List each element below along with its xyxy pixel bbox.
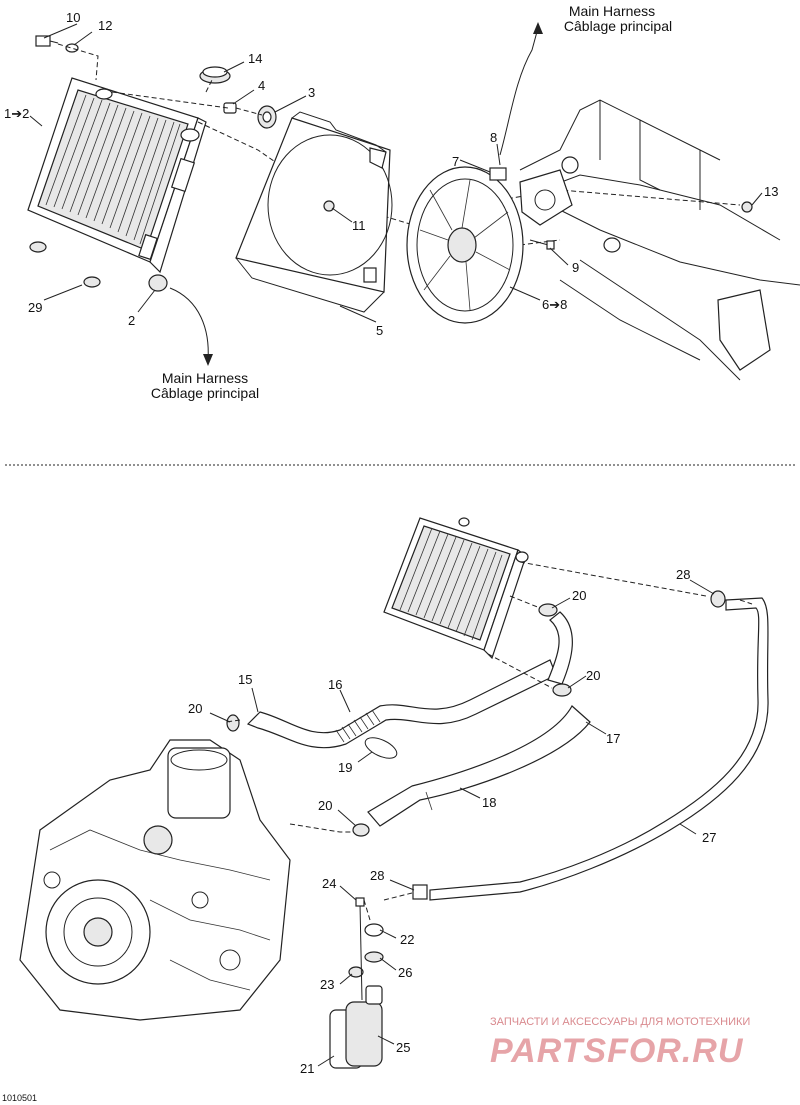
- nut-13: [741, 201, 753, 213]
- hose-15-16: [246, 659, 557, 749]
- callout-19: 19: [338, 760, 352, 775]
- vehicle-frame: [519, 99, 800, 381]
- callout-20-d: 20: [318, 798, 332, 813]
- callout-2: 2: [128, 313, 135, 328]
- radiator-fan: [406, 166, 524, 324]
- fan-shroud: [235, 111, 393, 313]
- screw-9: [529, 239, 555, 250]
- grommet-29: [29, 241, 101, 288]
- callout-21: 21: [300, 1061, 314, 1076]
- leader-lines-bottom: [209, 579, 715, 1067]
- callout-25: 25: [396, 1040, 410, 1055]
- harness-label-bottom-en: Main Harness: [162, 370, 248, 386]
- clamps-20: [226, 603, 572, 837]
- nut-11: [323, 200, 335, 212]
- callout-17: 17: [606, 731, 620, 746]
- callout-28-a: 28: [676, 567, 690, 582]
- harness-label-top-fr: Câblage principal: [564, 18, 672, 34]
- callout-8: 8: [490, 130, 497, 145]
- callout-4: 4: [258, 78, 265, 93]
- harness-label-bottom-fr: Câblage principal: [151, 385, 259, 401]
- callout-6-8: 6➔8: [542, 297, 567, 312]
- leader-lines-top: [29, 23, 763, 323]
- washer-12: [65, 43, 79, 53]
- callout-26: 26: [398, 965, 412, 980]
- callout-1-2: 1➔2: [4, 106, 29, 121]
- plug-2: [148, 274, 168, 292]
- watermark-tagline: ЗАПЧАСТИ И АКСЕССУАРЫ ДЛЯ МОТОТЕХНИКИ: [490, 1016, 750, 1028]
- callout-27: 27: [702, 830, 716, 845]
- clamp-19: [364, 737, 398, 759]
- callout-3: 3: [308, 85, 315, 100]
- figure-code: 1010501: [2, 1093, 37, 1103]
- callout-5: 5: [376, 323, 383, 338]
- callout-10: 10: [66, 10, 80, 25]
- radiator-bottom: [383, 517, 529, 660]
- radiator: [27, 77, 207, 274]
- callout-24: 24: [322, 876, 336, 891]
- callout-15: 15: [238, 672, 252, 687]
- overflow-bottle: [329, 897, 384, 1069]
- callout-7: 7: [452, 154, 459, 169]
- clamp-28: [412, 590, 726, 900]
- connector-7: [489, 167, 507, 181]
- callout-16: 16: [328, 677, 342, 692]
- hose-18: [367, 705, 591, 827]
- watermark-brand: PARTSFOR.RU: [490, 1032, 744, 1070]
- cap-14: [199, 66, 231, 84]
- callout-23: 23: [320, 977, 334, 992]
- callout-13: 13: [764, 184, 778, 199]
- harness-arrow-top: [499, 22, 543, 156]
- engine: [19, 739, 291, 1021]
- grommet-3: [257, 105, 277, 129]
- callout-9: 9: [572, 260, 579, 275]
- callout-14: 14: [248, 51, 262, 66]
- callout-29: 29: [28, 300, 42, 315]
- hose-17: [547, 611, 573, 685]
- harness-label-top-en: Main Harness: [569, 3, 655, 19]
- hose-27: [429, 597, 769, 901]
- bolt-10: [35, 35, 59, 47]
- callout-20-c: 20: [188, 701, 202, 716]
- harness-arrow-bottom: [169, 287, 213, 366]
- callout-28-b: 28: [370, 868, 384, 883]
- callout-20-b: 20: [586, 668, 600, 683]
- alignment-lines-bottom: [225, 561, 753, 921]
- callout-20-a: 20: [572, 588, 586, 603]
- callout-11: 11: [352, 218, 366, 233]
- callout-22: 22: [400, 932, 414, 947]
- callout-12: 12: [98, 18, 112, 33]
- callout-18: 18: [482, 795, 496, 810]
